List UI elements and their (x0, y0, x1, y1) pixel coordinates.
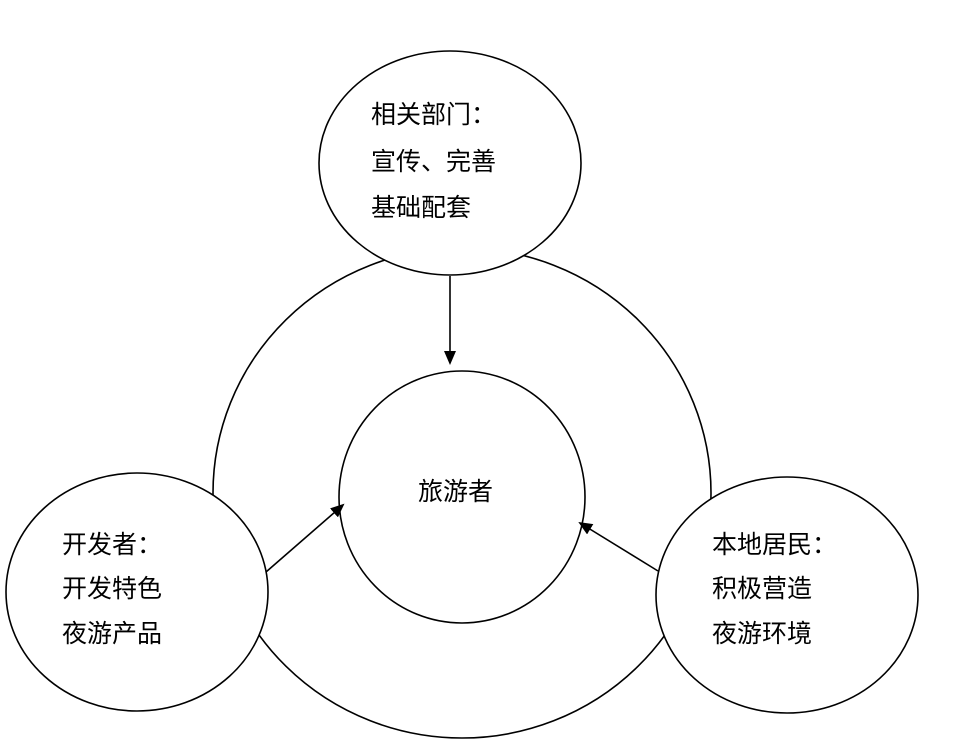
top-node-line-3: 基础配套 (371, 193, 471, 222)
top-node: 相关部门： 宣传、完善 基础配套 (371, 100, 496, 222)
left-node-line-1: 开发者： (62, 530, 162, 559)
top-node-line-2: 宣传、完善 (371, 147, 496, 176)
top-node-circle (318, 50, 582, 276)
left-node-line-2: 开发特色 (62, 574, 162, 603)
right-node-line-2: 积极营造 (712, 574, 812, 603)
arrow-right-to-center (578, 521, 659, 572)
right-node-line-1: 本地居民： (712, 530, 837, 559)
center-node: 旅游者 (418, 477, 493, 506)
left-node-line-3: 夜游产品 (62, 619, 162, 648)
right-node-circle (655, 476, 919, 714)
right-node-line-3: 夜游环境 (712, 619, 812, 648)
top-node-line-1: 相关部门： (371, 100, 496, 129)
center-node-circle (338, 370, 586, 624)
center-node-line-1: 旅游者 (418, 477, 493, 506)
arrow-left-to-center (265, 503, 345, 573)
left-node-circle (5, 472, 269, 712)
left-node: 开发者： 开发特色 夜游产品 (62, 530, 162, 648)
right-node: 本地居民： 积极营造 夜游环境 (712, 530, 837, 648)
